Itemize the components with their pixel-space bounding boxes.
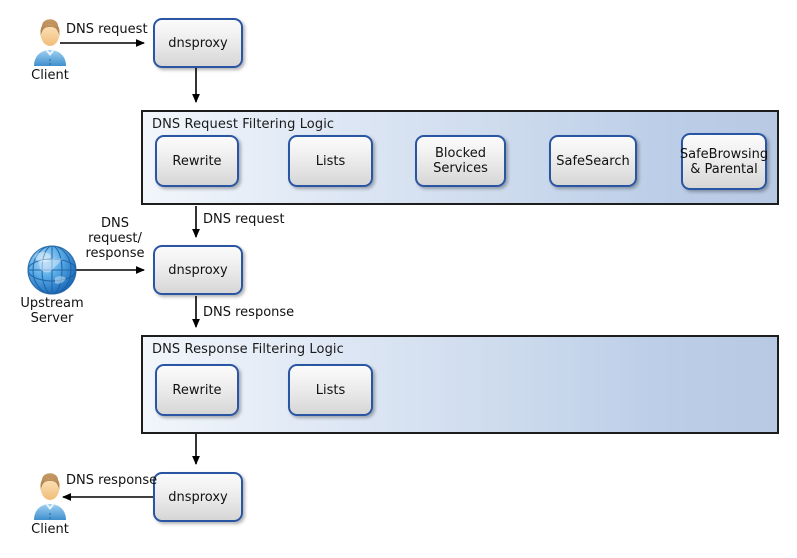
globe-icon: [27, 245, 77, 295]
actor-upstream-server: Upstream Server: [6, 294, 98, 326]
node-label: SafeBrowsing & Parental: [679, 146, 769, 177]
actor-caption: Upstream Server: [20, 296, 84, 326]
group-title: DNS Response Filtering Logic: [152, 342, 344, 357]
group-response-filtering: DNS Response Filtering Logic: [141, 335, 779, 434]
user-icon: [34, 473, 66, 520]
node-label: dnsproxy: [168, 262, 228, 278]
node-lists[interactable]: Lists: [288, 135, 373, 187]
node-rewrite-response[interactable]: Rewrite: [155, 364, 239, 416]
edge-label-dnsproxy-to-response-logic: DNS response: [203, 305, 295, 320]
node-label: Rewrite: [172, 153, 222, 169]
edge-label-upstream-exchange: DNS request/ response: [85, 216, 145, 261]
node-rewrite[interactable]: Rewrite: [155, 135, 239, 187]
edge-label-dnsproxy-to-request-logic: DNS request: [203, 212, 285, 227]
actor-caption: Client: [31, 68, 69, 83]
edge-label-dnsproxy-to-client: DNS response: [66, 473, 158, 488]
node-label: Lists: [315, 382, 346, 398]
node-label: Rewrite: [172, 382, 222, 398]
node-safesearch[interactable]: SafeSearch: [549, 135, 637, 187]
node-dnsproxy-middle[interactable]: dnsproxy: [153, 245, 243, 295]
node-dnsproxy-top[interactable]: dnsproxy: [153, 18, 243, 68]
node-label: Lists: [315, 153, 346, 169]
edge-label-client-to-dnsproxy: DNS request: [66, 22, 148, 37]
group-title: DNS Request Filtering Logic: [152, 117, 335, 132]
node-label: dnsproxy: [168, 489, 228, 505]
node-label: dnsproxy: [168, 35, 228, 51]
node-label: SafeSearch: [556, 153, 630, 169]
node-safebrowsing-parental[interactable]: SafeBrowsing & Parental: [679, 133, 769, 190]
actor-caption: Client: [31, 522, 69, 537]
actor-client-top: Client: [4, 66, 96, 83]
node-dnsproxy-bottom[interactable]: dnsproxy: [153, 472, 243, 522]
actor-client-bottom: Client: [4, 520, 96, 537]
node-label: Blocked Services: [433, 146, 488, 176]
node-lists-response[interactable]: Lists: [288, 364, 373, 416]
user-icon: [34, 19, 66, 66]
node-blocked-services[interactable]: Blocked Services: [415, 135, 506, 187]
